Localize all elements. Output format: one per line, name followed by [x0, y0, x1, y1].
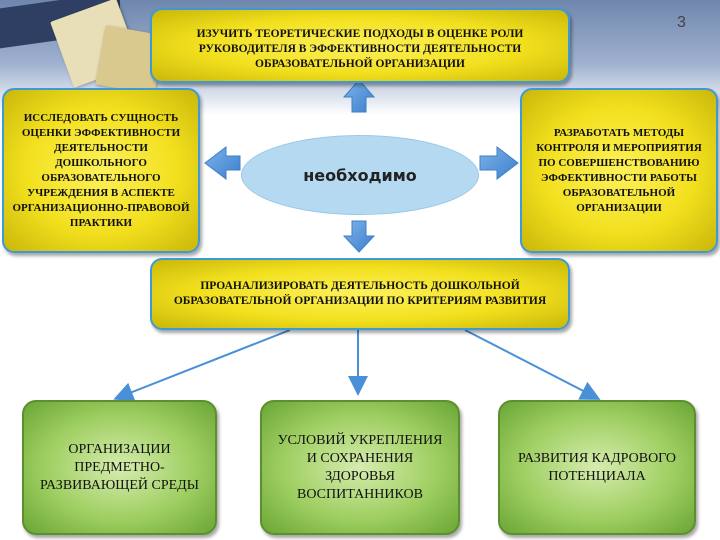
arrow-to-sub-right — [464, 329, 601, 400]
page-number: 3 — [677, 14, 686, 31]
top-goal-box: ИЗУЧИТЬ ТЕОРЕТИЧЕСКИЕ ПОДХОДЫ В ОЦЕНКЕ Р… — [150, 8, 570, 83]
arrow-left — [204, 145, 241, 181]
arrow-up — [342, 79, 376, 113]
left-goal-box: ИССЛЕДОВАТЬ СУЩНОСТЬ ОЦЕНКИ ЭФФЕКТИВНОСТ… — [2, 88, 200, 253]
arrow-to-sub-left — [113, 329, 291, 402]
arrow-down — [342, 220, 376, 253]
left-goal-text: ИССЛЕДОВАТЬ СУЩНОСТЬ ОЦЕНКИ ЭФФЕКТИВНОСТ… — [12, 111, 190, 229]
sub-box-staff-text: РАЗВИТИЯ КАДРОВОГО ПОТЕНЦИАЛА — [517, 450, 677, 484]
sub-box-health: УСЛОВИЙ УКРЕПЛЕНИЯ И СОХРАНЕНИЯ ЗДОРОВЬЯ… — [260, 400, 460, 535]
right-goal-text: РАЗРАБОТАТЬ МЕТОДЫ КОНТРОЛЯ И МЕРОПРИЯТИ… — [536, 126, 702, 214]
center-ellipse: необходимо — [241, 135, 479, 215]
sub-box-staff: РАЗВИТИЯ КАДРОВОГО ПОТЕНЦИАЛА — [498, 400, 696, 535]
bottom-goal-box: ПРОАНАЛИЗИРОВАТЬ ДЕЯТЕЛЬНОСТЬ ДОШКОЛЬНОЙ… — [150, 258, 570, 330]
right-goal-box: РАЗРАБОТАТЬ МЕТОДЫ КОНТРОЛЯ И МЕРОПРИЯТИ… — [520, 88, 718, 253]
sub-box-environment: ОРГАНИЗАЦИИ ПРЕДМЕТНО-РАЗВИВАЮЩЕЙ СРЕДЫ — [22, 400, 217, 535]
sub-box-environment-text: ОРГАНИЗАЦИИ ПРЕДМЕТНО-РАЗВИВАЮЩЕЙ СРЕДЫ — [40, 441, 199, 493]
arrow-right — [479, 145, 519, 181]
top-goal-text: ИЗУЧИТЬ ТЕОРЕТИЧЕСКИЕ ПОДХОДЫ В ОЦЕНКЕ Р… — [196, 28, 524, 70]
center-label: необходимо — [303, 165, 417, 185]
sub-box-health-text: УСЛОВИЙ УКРЕПЛЕНИЯ И СОХРАНЕНИЯ ЗДОРОВЬЯ… — [277, 432, 443, 502]
bottom-goal-text: ПРОАНАЛИЗИРОВАТЬ ДЕЯТЕЛЬНОСТЬ ДОШКОЛЬНОЙ… — [173, 280, 547, 307]
